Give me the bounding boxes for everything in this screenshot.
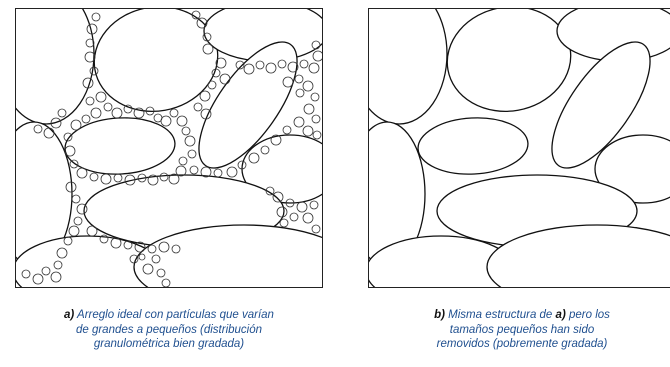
caption-b-line-2: tamaños pequeños han sido <box>368 323 670 338</box>
caption-a-text-1: Arreglo ideal con partículas que varían <box>77 309 274 321</box>
caption-b-ref: a) <box>556 309 566 321</box>
caption-a-line-3: granulométrica bien gradada) <box>15 337 323 352</box>
caption-a: a) Arreglo ideal con partículas que varí… <box>15 308 323 352</box>
large-particles <box>369 9 670 287</box>
panel-a-well-graded <box>15 8 323 288</box>
caption-b: b) Misma estructura de a) pero los tamañ… <box>368 308 670 352</box>
panel-b-poorly-graded <box>368 8 670 288</box>
caption-a-tag: a) <box>64 309 74 321</box>
particle <box>64 115 177 177</box>
particle <box>417 115 530 177</box>
caption-b-line-3: removidos (pobremente gradada) <box>368 337 670 352</box>
particle <box>16 9 94 124</box>
caption-b-tag: b) <box>434 309 445 321</box>
caption-a-line-2: de grandes a pequeños (distribución <box>15 323 323 338</box>
panel-b-drawing <box>369 9 670 287</box>
caption-b-rest: pero los <box>569 309 610 321</box>
panel-a-drawing <box>16 9 322 287</box>
caption-a-line-1: a) Arreglo ideal con partículas que varí… <box>15 308 323 323</box>
particle <box>369 9 447 124</box>
caption-b-line-1: b) Misma estructura de a) pero los <box>368 308 670 323</box>
caption-b-intro: Misma estructura de <box>448 309 552 321</box>
